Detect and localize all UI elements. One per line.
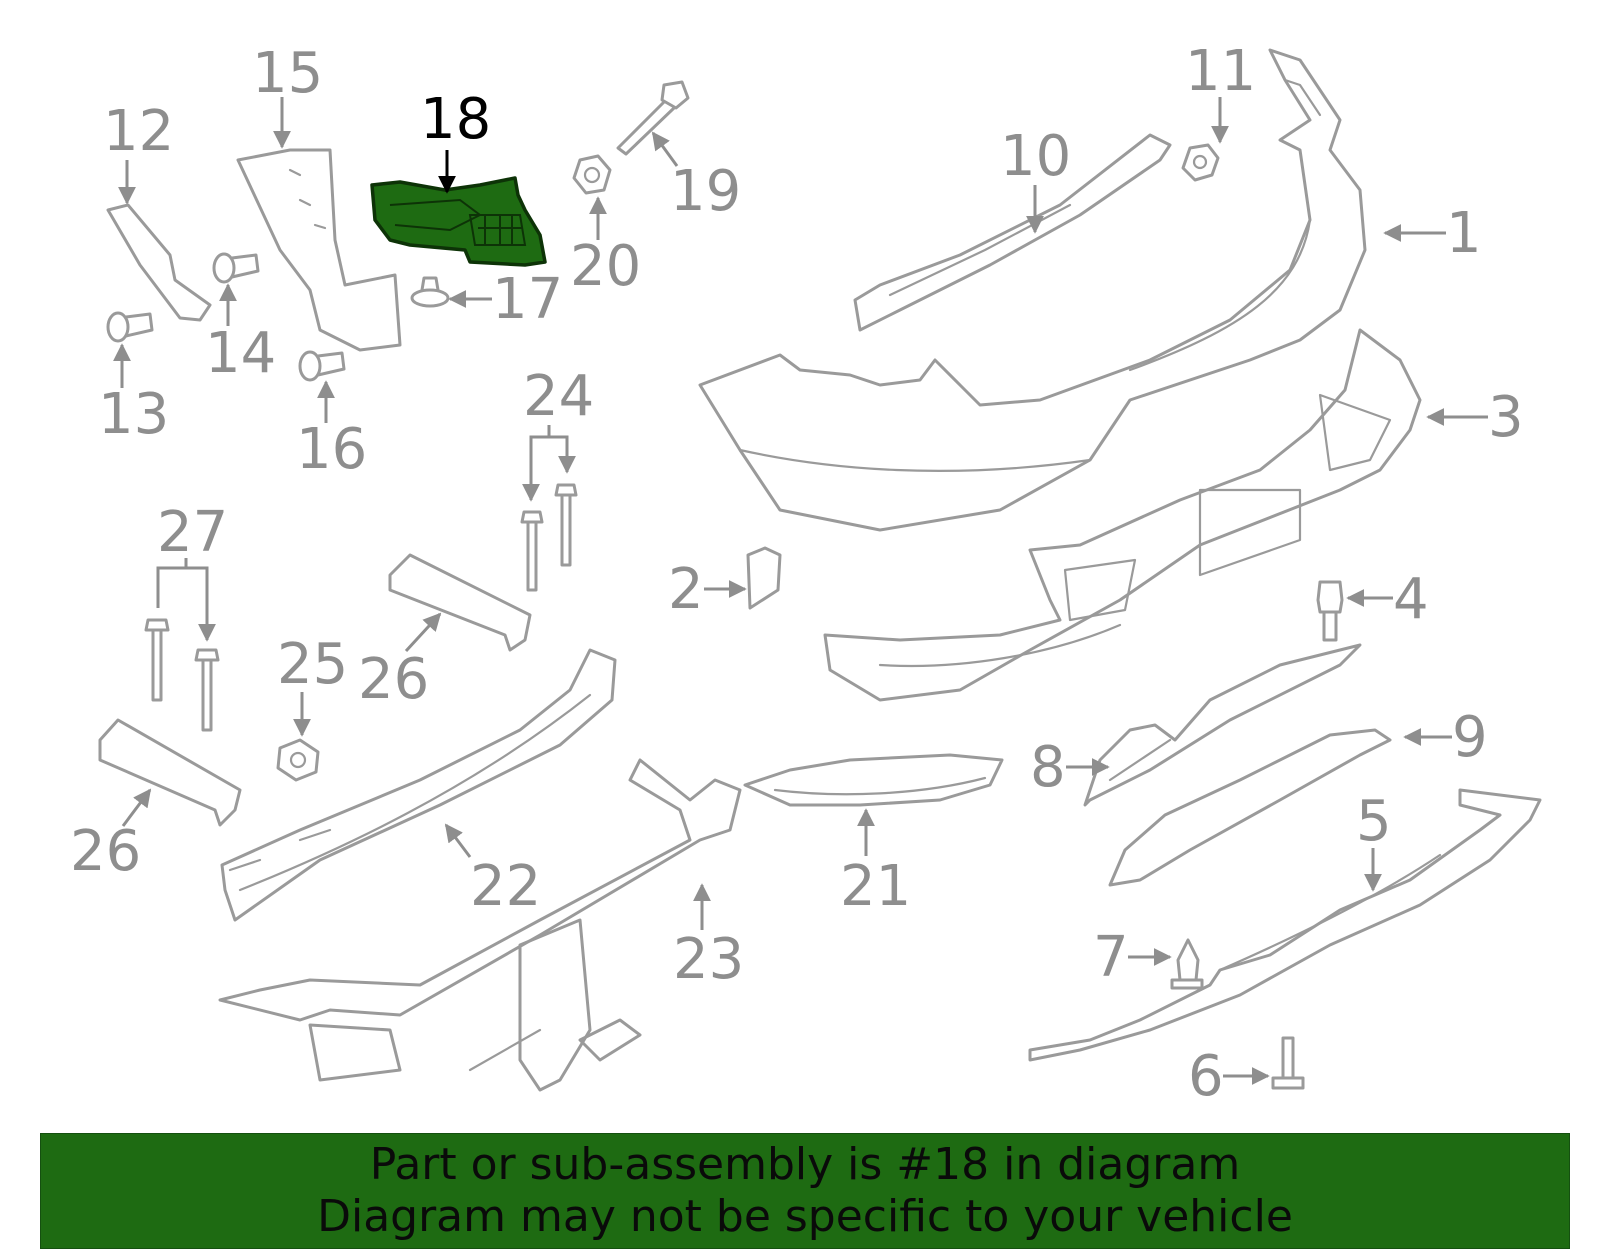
callout-13: 13: [98, 382, 169, 447]
part-24-bolts: [520, 483, 578, 592]
callout-26-upper: 26: [358, 647, 429, 712]
part-23-tow-hitch: [218, 758, 742, 1092]
part-11-nut: [1181, 143, 1220, 182]
callout-7: 7: [1093, 925, 1129, 990]
leader-lines: [113, 97, 1488, 1085]
part-20-nut: [572, 154, 612, 195]
callout-14: 14: [205, 321, 276, 386]
callout-8: 8: [1030, 735, 1066, 800]
part-6-screw: [1271, 1036, 1305, 1090]
part-25-nut: [276, 738, 320, 782]
callout-2: 2: [668, 557, 704, 622]
part-17-clip: [410, 276, 450, 308]
part-4-bolt: [1316, 580, 1344, 642]
part-15-bracket: [236, 148, 402, 352]
banner-line-part-number: Part or sub-assembly is #18 in diagram: [369, 1139, 1241, 1190]
part-2-clip: [746, 546, 782, 610]
callout-15: 15: [252, 41, 323, 106]
banner-line-disclaimer: Diagram may not be specific to your vehi…: [317, 1191, 1293, 1242]
part-26-spacer-upper: [388, 553, 532, 652]
callout-20: 20: [570, 234, 641, 299]
callout-4: 4: [1393, 567, 1429, 632]
part-18-highlighted[interactable]: [370, 176, 547, 267]
part-1-bumper-cover: [698, 48, 1367, 532]
part-27-bolts: [144, 618, 220, 732]
part-21-reflector: [743, 753, 1004, 807]
callout-17: 17: [492, 267, 563, 332]
callout-3: 3: [1488, 385, 1524, 450]
callout-9: 9: [1452, 705, 1488, 770]
callout-18: 18: [420, 87, 491, 152]
callout-10: 10: [1000, 124, 1071, 189]
callout-19: 19: [670, 159, 741, 224]
callout-26-lower: 26: [70, 819, 141, 884]
part-14-clip: [212, 252, 260, 284]
callout-23: 23: [673, 927, 744, 992]
part-19-bolt: [616, 80, 690, 156]
part-22-impact-bar: [220, 648, 617, 922]
callout-1: 1: [1446, 201, 1482, 266]
callout-11: 11: [1185, 39, 1256, 104]
part-13-clip: [106, 311, 154, 343]
callout-6: 6: [1188, 1044, 1224, 1109]
callout-21: 21: [840, 854, 911, 919]
part-9-bracket: [1108, 728, 1392, 887]
part-5-lower-trim: [1028, 788, 1542, 1062]
info-banner: Part or sub-assembly is #18 in diagram D…: [40, 1133, 1570, 1249]
callout-25: 25: [277, 632, 348, 697]
callout-12: 12: [103, 99, 174, 164]
part-3-lower-bumper: [823, 328, 1422, 702]
part-7-clip: [1170, 938, 1204, 990]
part-12-bracket: [106, 203, 212, 322]
parts-diagram: 1 2 3 4 5 6 7 8 9 10 11 12 13 14 15 16 1…: [70, 39, 1542, 1109]
callout-16: 16: [296, 417, 367, 482]
callout-24: 24: [523, 364, 594, 429]
part-26-spacer-lower: [98, 718, 242, 827]
callout-labels: 1 2 3 4 5 6 7 8 9 10 11 12 13 14 15 16 1…: [70, 39, 1524, 1109]
part-8-bracket: [1083, 643, 1362, 807]
callout-5: 5: [1356, 789, 1392, 854]
part-16-clip: [298, 350, 346, 382]
callout-27: 27: [157, 500, 228, 565]
callout-22: 22: [470, 854, 541, 919]
